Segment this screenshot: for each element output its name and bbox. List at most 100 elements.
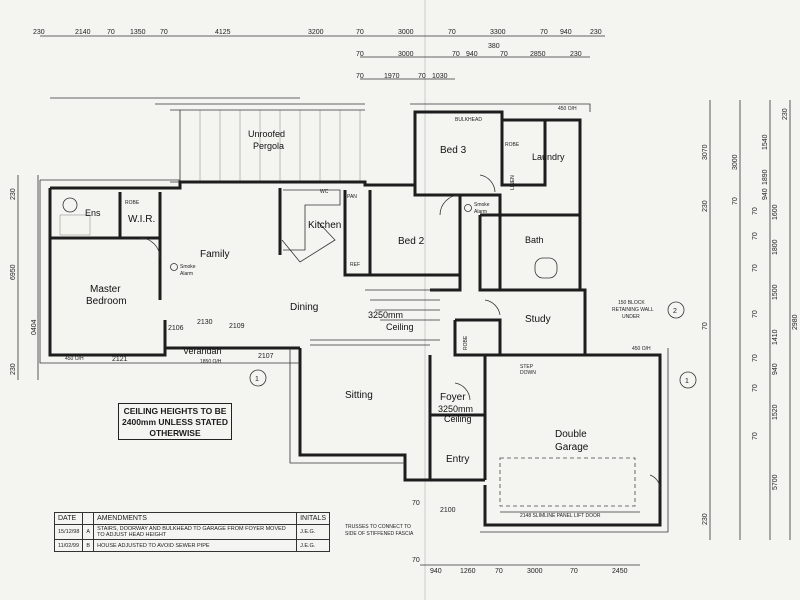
smoke-alarm-icon xyxy=(170,263,178,271)
svg-text:2: 2 xyxy=(673,308,677,315)
door-swings xyxy=(139,174,661,491)
svg-text:TRUSSES TO CONNECT TO: TRUSSES TO CONNECT TO xyxy=(345,524,411,530)
room-wir: W.I.R. xyxy=(128,214,155,225)
svg-text:230: 230 xyxy=(702,200,709,212)
svg-text:5700: 5700 xyxy=(772,474,779,490)
room-labels: Unroofed Pergola Bed 3 Laundry W.I.R. En… xyxy=(85,129,589,465)
svg-text:450 O/H: 450 O/H xyxy=(65,356,84,362)
smoke-alarm-icon xyxy=(464,204,472,212)
svg-text:2450: 2450 xyxy=(612,568,628,575)
room-dining: Dining xyxy=(290,302,318,313)
svg-text:70: 70 xyxy=(160,29,168,36)
svg-text:230: 230 xyxy=(702,513,709,525)
room-bath: Bath xyxy=(525,235,544,245)
svg-text:2148 SLIMLINE PANEL LIFT DOOR: 2148 SLIMLINE PANEL LIFT DOOR xyxy=(520,513,601,519)
svg-text:70: 70 xyxy=(752,232,759,240)
right-dimensions: 3070 3000 1540 230 1890 230 70 940 70 16… xyxy=(702,108,799,525)
top-dimension-lines xyxy=(40,35,605,99)
right-dimension-lines xyxy=(709,100,791,540)
section-callout-icon xyxy=(679,371,697,389)
svg-text:70: 70 xyxy=(752,310,759,318)
svg-text:1500: 1500 xyxy=(772,284,779,300)
svg-text:2980: 2980 xyxy=(792,314,799,330)
svg-text:70: 70 xyxy=(752,384,759,392)
bottom-dimensions: 70 940 1260 70 3000 70 2450 70 2100 xyxy=(412,500,628,575)
ceiling-note-line2: 2400mm UNLESS STATED xyxy=(122,417,228,427)
svg-text:2130: 2130 xyxy=(197,319,213,326)
room-garage-line2: Garage xyxy=(555,442,589,453)
svg-text:70: 70 xyxy=(412,500,420,507)
svg-text:LINEN: LINEN xyxy=(510,175,516,190)
svg-text:RETAINING WALL: RETAINING WALL xyxy=(612,307,654,313)
svg-text:70: 70 xyxy=(107,29,115,36)
svg-text:DOWN: DOWN xyxy=(520,370,536,376)
svg-text:6950: 6950 xyxy=(10,264,17,280)
svg-text:70: 70 xyxy=(752,264,759,272)
svg-text:ROBE: ROBE xyxy=(463,335,469,350)
top-dimension-row2: 70 3000 70 940 70 380 2850 230 xyxy=(356,43,582,58)
svg-text:230: 230 xyxy=(33,29,45,36)
svg-text:940: 940 xyxy=(762,188,769,200)
svg-text:1800: 1800 xyxy=(772,239,779,255)
svg-text:70: 70 xyxy=(702,322,709,330)
kitchen-bench xyxy=(283,189,341,251)
svg-text:940: 940 xyxy=(772,363,779,375)
svg-text:940: 940 xyxy=(466,51,478,58)
foyer-ceiling-line2: Ceiling xyxy=(444,414,472,424)
room-study: Study xyxy=(525,314,551,325)
left-dimensions: 230 6950 230 0404 xyxy=(10,188,38,375)
room-master-line2: Bedroom xyxy=(86,296,127,307)
ensuite-basin xyxy=(62,197,78,213)
table-row: 15/12/98 A STAIRS, DOORWAY AND BULKHEAD … xyxy=(53,524,330,540)
fixture-labels: ROBE ROBE ROBE LINEN WC PAN REF Smoke Al… xyxy=(65,106,689,537)
svg-text:ROBE: ROBE xyxy=(505,142,520,148)
svg-text:2140: 2140 xyxy=(75,29,91,36)
svg-text:3300: 3300 xyxy=(490,29,506,36)
amendments-header-row: DATE AMENDMENTS INITALS xyxy=(53,512,330,525)
svg-text:2109: 2109 xyxy=(229,323,245,330)
svg-text:3200: 3200 xyxy=(308,29,324,36)
room-verandah: Verandah xyxy=(183,346,222,356)
room-master-line1: Master xyxy=(90,284,121,295)
svg-text:230: 230 xyxy=(782,108,789,120)
overhang-lines xyxy=(39,103,669,533)
svg-text:WC: WC xyxy=(320,189,329,195)
section-callout-icon xyxy=(249,369,267,387)
svg-text:1260: 1260 xyxy=(460,568,476,575)
svg-text:1850 O/H: 1850 O/H xyxy=(200,359,222,365)
svg-text:SIDE OF STIFFENED FASCIA: SIDE OF STIFFENED FASCIA xyxy=(345,531,414,537)
ceiling-note-line2: Ceiling xyxy=(386,322,414,332)
room-kitchen: Kitchen xyxy=(308,220,341,231)
svg-text:Smoke: Smoke xyxy=(474,202,490,208)
ceiling-note-line1: 3250mm xyxy=(368,310,403,320)
room-ens: Ens xyxy=(85,208,101,218)
svg-text:70: 70 xyxy=(752,354,759,362)
svg-text:1540: 1540 xyxy=(762,134,769,150)
svg-text:70: 70 xyxy=(356,73,364,80)
amendments-table: DATE AMENDMENTS INITALS 15/12/98 A STAIR… xyxy=(53,512,330,552)
section-callout-icon xyxy=(667,301,685,319)
svg-text:1: 1 xyxy=(255,376,259,383)
svg-text:70: 70 xyxy=(570,568,578,575)
svg-text:1970: 1970 xyxy=(384,73,400,80)
svg-text:3000: 3000 xyxy=(398,29,414,36)
bath-tub xyxy=(534,257,558,279)
svg-text:Alarm: Alarm xyxy=(180,271,193,277)
room-pergola-line2: Pergola xyxy=(253,141,284,151)
room-foyer: Foyer xyxy=(440,392,466,403)
svg-text:70: 70 xyxy=(500,51,508,58)
room-entry: Entry xyxy=(446,454,469,465)
svg-text:1520: 1520 xyxy=(772,404,779,420)
exterior-walls xyxy=(48,110,662,527)
ensuite-shower xyxy=(59,214,91,236)
svg-text:1350: 1350 xyxy=(130,29,146,36)
svg-text:3070: 3070 xyxy=(702,144,709,160)
svg-text:70: 70 xyxy=(418,73,426,80)
svg-text:70: 70 xyxy=(752,432,759,440)
svg-text:4125: 4125 xyxy=(215,29,231,36)
svg-text:940: 940 xyxy=(430,568,442,575)
svg-text:70: 70 xyxy=(448,29,456,36)
svg-text:70: 70 xyxy=(452,51,460,58)
svg-text:PAN: PAN xyxy=(347,194,357,200)
svg-text:BULKHEAD: BULKHEAD xyxy=(455,117,482,123)
